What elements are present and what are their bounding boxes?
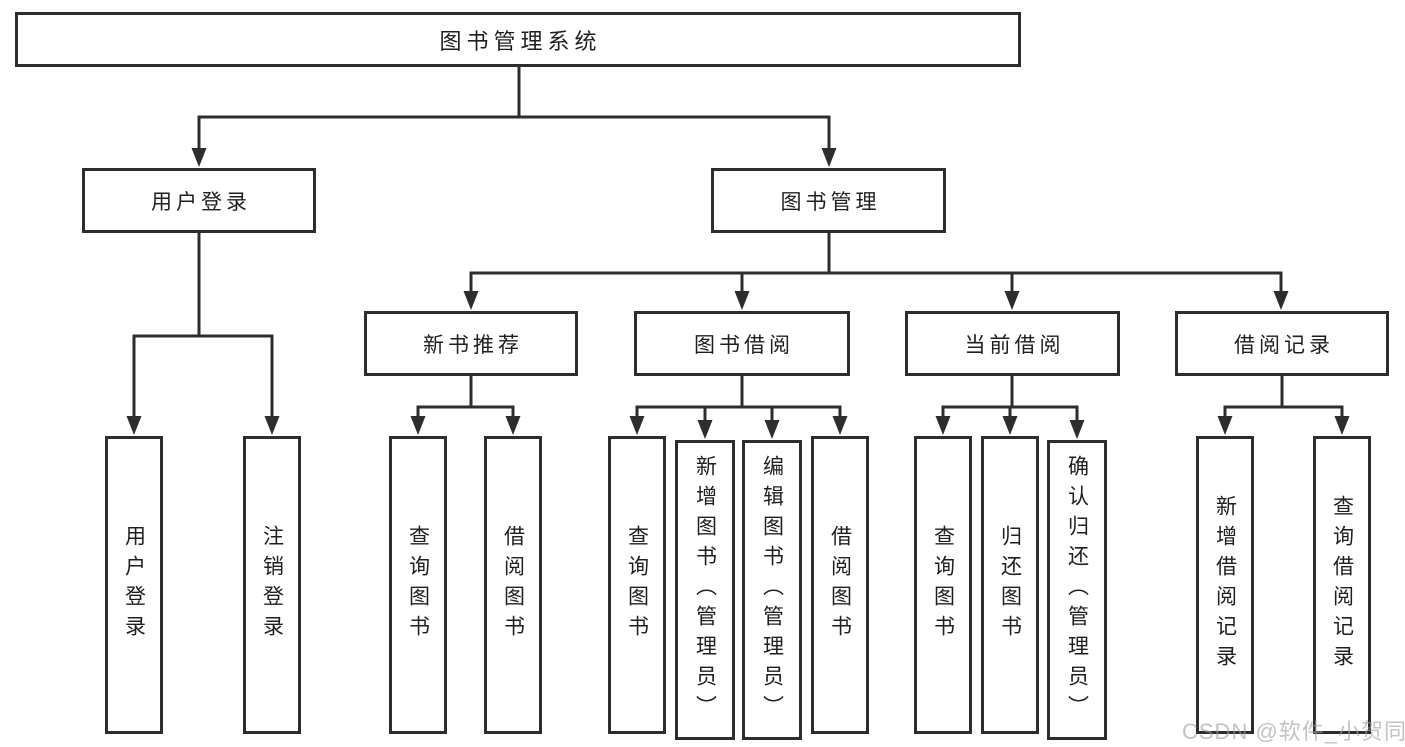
leaf-user-login: 用户登录: [105, 436, 163, 734]
node-book-borrow: 图书借阅: [634, 311, 850, 376]
leaf-add-borrow-record: 新增借阅记录: [1196, 436, 1254, 734]
node-current-borrow: 当前借阅: [905, 311, 1120, 376]
node-new-book-recommend: 新书推荐: [364, 311, 578, 376]
watermark: CSDN @软件_小贺同学: [1182, 719, 1405, 744]
connector-lines: [132, 67, 1344, 422]
node-root: 图书管理系统: [15, 12, 1021, 67]
leaf-edit-book-admin: 编辑图书（管理员）: [742, 440, 802, 740]
node-borrow-records: 借阅记录: [1175, 311, 1389, 376]
leaf-borrow-books-recommend: 借阅图书: [484, 436, 542, 734]
leaf-query-borrow-record: 查询借阅记录: [1313, 436, 1371, 734]
node-book-management: 图书管理: [711, 168, 946, 233]
leaf-query-books-borrow: 查询图书: [608, 436, 666, 734]
leaf-borrow-books-borrow: 借阅图书: [811, 436, 869, 734]
leaf-return-book: 归还图书: [981, 436, 1039, 734]
leaf-logout: 注销登录: [243, 436, 301, 734]
arrowhead-icons: [126, 148, 1350, 439]
node-user-login: 用户登录: [82, 168, 316, 233]
leaf-query-books-current: 查询图书: [914, 436, 972, 734]
leaf-add-book-admin: 新增图书（管理员）: [675, 440, 735, 740]
leaf-query-books-recommend: 查询图书: [389, 436, 447, 734]
leaf-confirm-return-admin: 确认归还（管理员）: [1047, 440, 1107, 740]
